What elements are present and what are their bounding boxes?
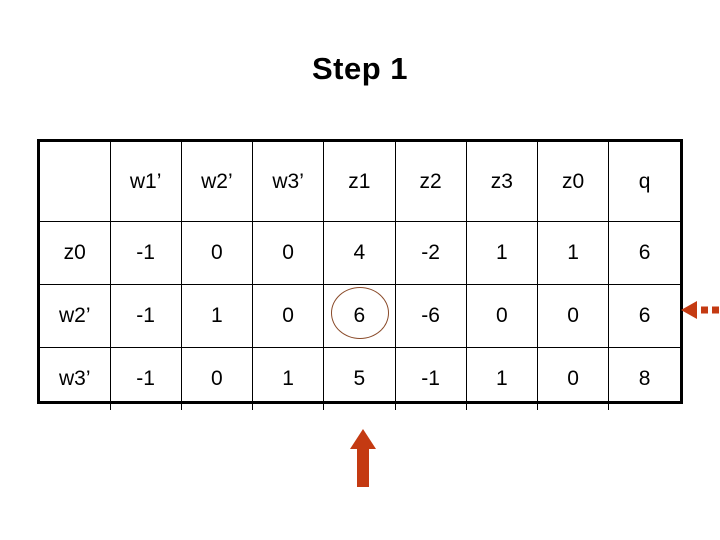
data-cell: -1 xyxy=(394,347,467,410)
header-cell-z2: z2 xyxy=(394,142,467,222)
cell-value: 0 xyxy=(282,241,294,265)
data-cell: 1 xyxy=(180,284,254,348)
row-label: w3’ xyxy=(58,367,91,391)
cell-value: 1 xyxy=(211,304,223,328)
header-cell-w2: w2’ xyxy=(180,142,254,222)
row-label: z0 xyxy=(63,241,86,265)
cell-value: 6 xyxy=(353,304,366,328)
cell-value: -2 xyxy=(421,241,440,265)
table-row: z0 -1 0 0 4 -2 xyxy=(40,221,680,285)
header-cell-w3: w3’ xyxy=(251,142,325,222)
data-cell: -1 xyxy=(109,221,182,285)
data-cell: 1 xyxy=(465,221,539,285)
data-cell: 1 xyxy=(536,221,610,285)
data-cell: 0 xyxy=(180,347,254,410)
cell-value: 4 xyxy=(353,241,366,265)
cell-value: 1 xyxy=(282,367,294,391)
header-cell-z1: z1 xyxy=(323,142,396,222)
header-cell-z3: z3 xyxy=(465,142,539,222)
row-label-cell: w2’ xyxy=(40,284,111,348)
data-cell: 8 xyxy=(608,347,680,410)
header-cell-rowlabel xyxy=(40,142,111,222)
header-cell-z0: z0 xyxy=(536,142,610,222)
data-cell: -6 xyxy=(394,284,467,348)
cell-value: 0 xyxy=(496,304,508,328)
page-title: Step 1 xyxy=(311,51,409,86)
header-label-z1: z1 xyxy=(348,169,371,193)
pivot-row-arrow-icon xyxy=(681,301,719,319)
data-cell: 1 xyxy=(251,347,325,410)
data-cell-pivot: 6 xyxy=(323,284,396,348)
row-label-cell: z0 xyxy=(40,221,111,285)
cell-value: 6 xyxy=(638,241,651,265)
data-cell: 6 xyxy=(608,221,680,285)
cell-value: -6 xyxy=(421,304,440,328)
data-cell: -1 xyxy=(109,347,182,410)
cell-value: 0 xyxy=(211,367,223,391)
cell-value: 1 xyxy=(496,367,508,391)
data-cell: 0 xyxy=(536,284,610,348)
cell-value: -1 xyxy=(136,367,155,391)
header-label-w3: w3’ xyxy=(272,169,304,193)
matrix-table: w1’ w2’ w3’ z1 z2 z3 xyxy=(40,142,680,410)
header-label-w2: w2’ xyxy=(201,169,233,193)
cell-value: 5 xyxy=(353,367,366,391)
cell-value: 0 xyxy=(282,304,294,328)
cell-value: 1 xyxy=(567,241,579,265)
data-cell: 0 xyxy=(536,347,610,410)
header-label-z2: z2 xyxy=(419,169,442,193)
table-row: w2’ -1 1 0 6 -6 xyxy=(40,284,680,348)
pivot-table: w1’ w2’ w3’ z1 z2 z3 xyxy=(37,139,683,410)
header-label-w1: w1’ xyxy=(129,169,162,193)
header-cell-w1: w1’ xyxy=(109,142,182,222)
cell-value: -1 xyxy=(136,241,155,265)
cell-value: 6 xyxy=(638,304,651,328)
table-header-row: w1’ w2’ w3’ z1 z2 z3 xyxy=(40,142,680,222)
data-cell: 0 xyxy=(465,284,539,348)
header-cell-q: q xyxy=(608,142,680,222)
table-row: w3’ -1 0 1 5 -1 xyxy=(40,347,680,410)
data-cell: -1 xyxy=(109,284,182,348)
cell-value: 1 xyxy=(496,241,508,265)
cell-value: 0 xyxy=(211,241,223,265)
row-label: w2’ xyxy=(58,304,91,328)
header-label-q: q xyxy=(638,169,651,193)
pivot-column-arrow-icon xyxy=(350,429,376,487)
data-cell: 4 xyxy=(323,221,396,285)
data-cell: 6 xyxy=(608,284,680,348)
cell-value: -1 xyxy=(136,304,155,328)
data-cell: 0 xyxy=(251,284,325,348)
data-cell: 5 xyxy=(323,347,396,410)
row-label-cell: w3’ xyxy=(40,347,111,410)
data-cell: 1 xyxy=(465,347,539,410)
data-cell: 0 xyxy=(251,221,325,285)
cell-value: 8 xyxy=(638,367,651,391)
data-cell: -2 xyxy=(394,221,467,285)
data-cell: 0 xyxy=(180,221,254,285)
cell-value: 0 xyxy=(567,367,579,391)
cell-value: -1 xyxy=(421,367,440,391)
header-label-z0: z0 xyxy=(562,169,585,193)
cell-value: 0 xyxy=(567,304,579,328)
header-label-z3: z3 xyxy=(490,169,513,193)
